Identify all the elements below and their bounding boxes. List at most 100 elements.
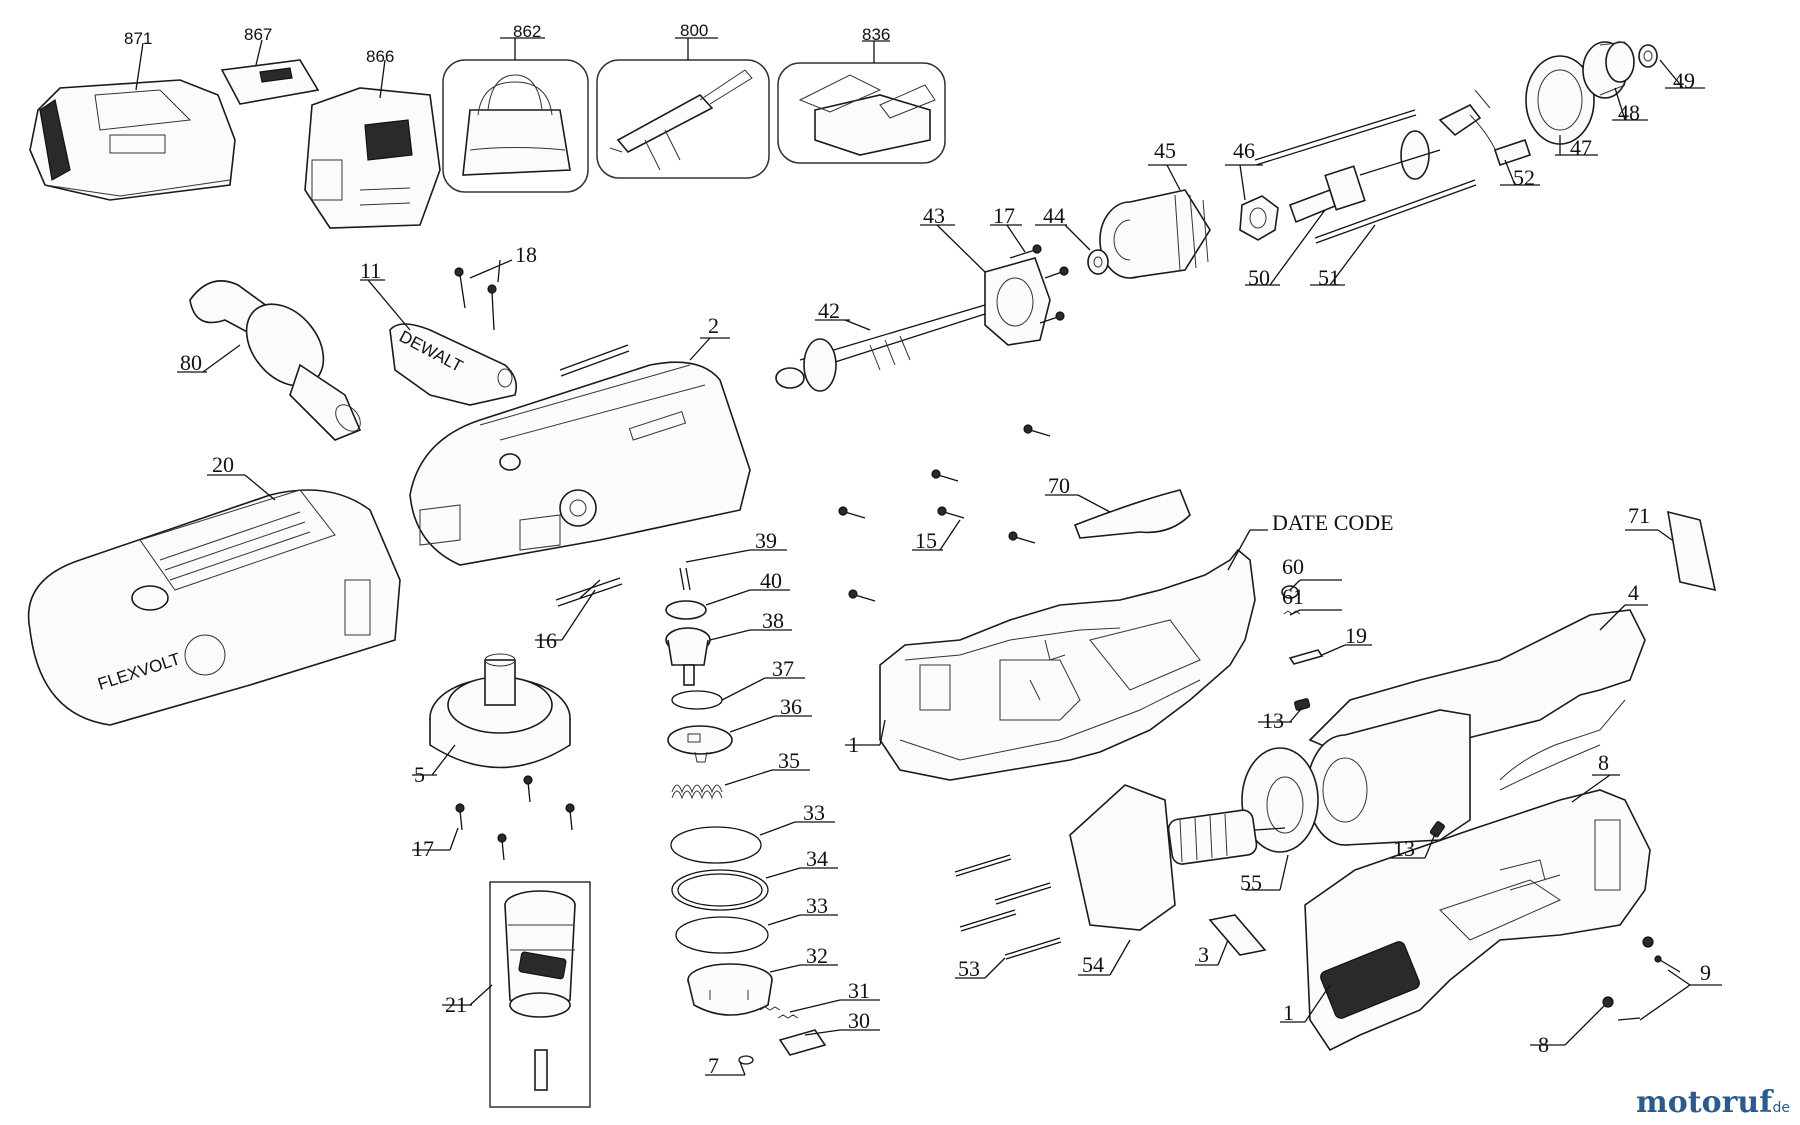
charger-871: [29, 79, 236, 201]
callout-8-upper: 8: [1598, 750, 1609, 775]
case-box-836: [777, 62, 946, 164]
pin-16: [555, 577, 623, 607]
ring-33-upper: [670, 826, 762, 864]
brush-3: [1208, 914, 1267, 956]
gear-housing-2: [409, 361, 751, 566]
callout-3: 3: [1198, 942, 1209, 967]
planet-carrier-45: [1099, 189, 1211, 279]
callout-40: 40: [760, 568, 782, 593]
screws-53: [954, 854, 1062, 960]
callout-34: 34: [806, 846, 828, 871]
callout-1-lower: 1: [1283, 1000, 1294, 1025]
callout-13-lower: 13: [1393, 836, 1415, 861]
watermark: motoruf .de: [1636, 1085, 1790, 1120]
callout-33-upper: 33: [803, 800, 825, 825]
callout-39: 39: [755, 528, 777, 553]
switch-60: [1281, 585, 1299, 599]
callout-862: 862: [513, 22, 541, 41]
callout-9: 9: [1700, 960, 1711, 985]
flange-21: [504, 890, 576, 1091]
callout-70: 70: [1048, 473, 1070, 498]
callout-labels: 871 867 866 862 800 836 49 48 47 52 45 4…: [124, 21, 1711, 1078]
end-bell-55: [1241, 747, 1319, 853]
callout-80: 80: [180, 350, 202, 375]
motor-housing-half-1: [879, 548, 1256, 781]
callout-38: 38: [762, 608, 784, 633]
screws-15: [838, 424, 1051, 602]
guard-20: FLEXVOLT: [27, 489, 401, 726]
callout-2: 2: [708, 313, 719, 338]
callout-11: 11: [360, 258, 381, 283]
clip-7: [738, 1055, 754, 1065]
callout-51: 51: [1318, 265, 1340, 290]
callout-20: 20: [212, 452, 234, 477]
callout-55: 55: [1240, 870, 1262, 895]
side-handle-80: [189, 280, 362, 441]
collar-32: [687, 963, 773, 1016]
watermark-text: motoruf: [1636, 1085, 1774, 1120]
callout-71: 71: [1628, 503, 1650, 528]
callout-836: 836: [862, 25, 890, 44]
callout-32: 32: [806, 943, 828, 968]
callout-17-top: 17: [993, 203, 1015, 228]
callout-8-lower: 8: [1538, 1032, 1549, 1057]
callout-44: 44: [1043, 203, 1065, 228]
ring-33-lower: [675, 916, 769, 954]
callout-7: 7: [708, 1053, 719, 1078]
callout-43: 43: [923, 203, 945, 228]
clutch-assembly-5: [429, 653, 571, 769]
callout-35: 35: [778, 748, 800, 773]
callout-36: 36: [780, 694, 802, 719]
washer-44: [1087, 249, 1109, 275]
leader-lines: [135, 37, 1722, 1076]
gasket-43: [984, 257, 1051, 346]
gear-46: [1239, 195, 1279, 241]
callout-4: 4: [1628, 580, 1639, 605]
handle-cover-11: DEWALT: [389, 323, 518, 406]
callout-48: 48: [1618, 100, 1640, 125]
callout-47: 47: [1570, 135, 1592, 160]
part-box-21: [489, 881, 591, 1108]
motor-housing-half-1b: [1304, 789, 1651, 1052]
callout-49: 49: [1673, 68, 1695, 93]
latch-30: [778, 1029, 827, 1056]
callout-5: 5: [414, 762, 425, 787]
callout-50: 50: [1248, 265, 1270, 290]
bracket-52: [1438, 89, 1532, 167]
spindle-50: [1288, 130, 1441, 224]
accessory-800: [609, 69, 753, 171]
callout-60: 60: [1282, 554, 1304, 579]
rod-top: [1254, 109, 1417, 166]
accessory-box-800: [596, 59, 770, 179]
screws-17-top: [1009, 244, 1069, 324]
callout-53: 53: [958, 956, 980, 981]
callout-800: 800: [680, 21, 708, 40]
callout-33-lower: 33: [806, 893, 828, 918]
callout-31: 31: [848, 978, 870, 1003]
screws-8-9: [1602, 936, 1681, 1021]
washer-49: [1638, 44, 1658, 68]
screws-18: [454, 267, 497, 331]
spring-35: [671, 784, 723, 800]
label-71: [1667, 510, 1717, 592]
lock-plate-36: [667, 725, 733, 763]
armature-54: [1069, 784, 1286, 931]
link-19: [1288, 649, 1324, 665]
callout-15: 15: [915, 528, 937, 553]
callout-45: 45: [1154, 138, 1176, 163]
retaining-ring-37: [671, 690, 723, 710]
tool-bag-862: [462, 74, 571, 176]
callout-867: 867: [244, 25, 272, 44]
battery-pack-866: [304, 87, 441, 229]
rods-51: [1314, 179, 1477, 244]
callout-37: 37: [772, 656, 794, 681]
callout-1-upper: 1: [848, 732, 859, 757]
shaft-42: [775, 304, 986, 392]
callout-866: 866: [366, 47, 394, 66]
screws-17-bottom: [455, 775, 575, 861]
callout-61: 61: [1282, 584, 1304, 609]
label-70: [1073, 489, 1191, 539]
pin-39: [679, 567, 691, 591]
